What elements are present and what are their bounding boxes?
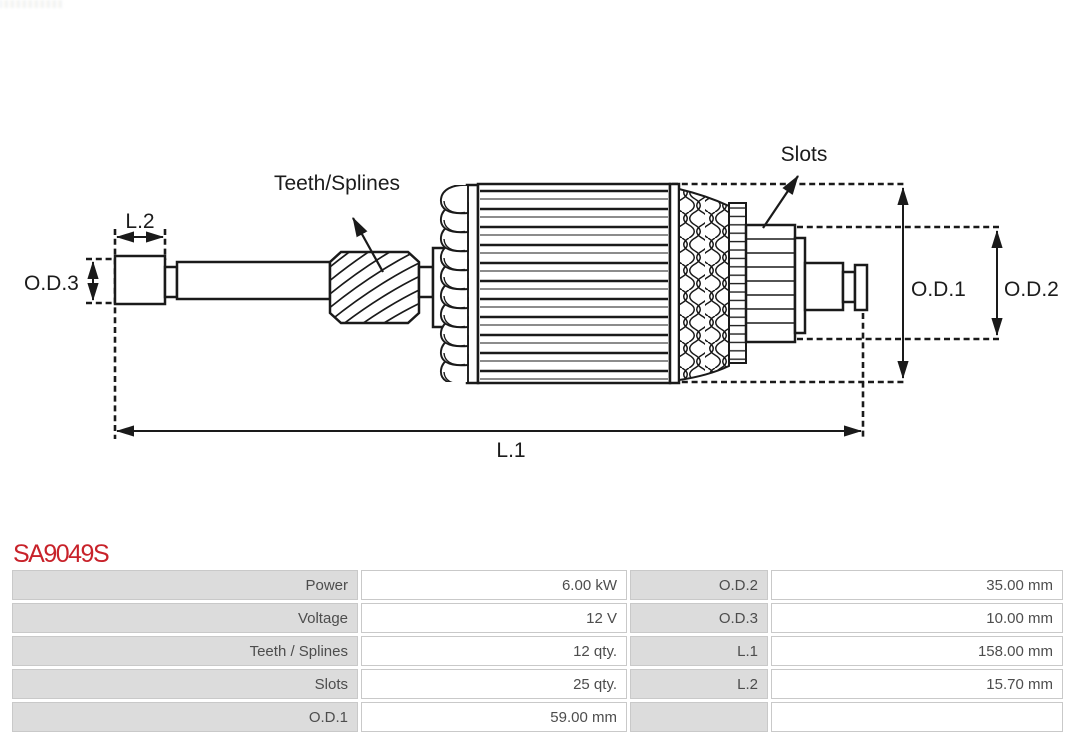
label-teeth-splines: Teeth/Splines: [274, 172, 400, 195]
spec-value-cell: 35.00 mm: [771, 570, 1063, 600]
spline-stub: [417, 265, 435, 299]
label-l1: L.1: [496, 439, 525, 462]
winding-head-left: [440, 185, 469, 382]
spec-label-cell: L.2: [630, 669, 768, 699]
label-l2: L.2: [125, 210, 154, 233]
spec-row: Slots 25 qty. L.2 15.70 mm: [12, 669, 1063, 699]
spec-label-cell: Slots: [12, 669, 358, 699]
winding-weave: [679, 189, 729, 380]
spec-label-cell: O.D.3: [630, 603, 768, 633]
spline-hatching: [330, 252, 419, 323]
shaft-end-right: [853, 263, 869, 312]
spec-label-cell: L.1: [630, 636, 768, 666]
spec-value-cell: 158.00 mm: [771, 636, 1063, 666]
spec-row: O.D.1 59.00 mm: [12, 702, 1063, 732]
spec-value-cell: [771, 702, 1063, 732]
spec-label-cell: Teeth / Splines: [12, 636, 358, 666]
shaft-right: [803, 261, 845, 312]
armature-technical-drawing: L.2 O.D.3 Teeth/Splines Slots O.D.1 O.D.…: [24, 143, 1059, 462]
arrow-slots: [762, 175, 799, 229]
spec-value-cell: 12 qty.: [361, 636, 627, 666]
corner-watermark: [0, 0, 64, 8]
commutator-ring: [793, 236, 807, 335]
label-slots: Slots: [781, 143, 828, 166]
spec-label-cell: O.D.1: [12, 702, 358, 732]
spec-value-cell: 12 V: [361, 603, 627, 633]
spec-label-cell: [630, 702, 768, 732]
shaft-long: [175, 260, 332, 301]
commutator: [744, 223, 797, 344]
spec-label-cell: Power: [12, 570, 358, 600]
part-number: SA9049S: [13, 540, 110, 568]
spec-label-cell: O.D.2: [630, 570, 768, 600]
label-od3: O.D.3: [24, 272, 79, 295]
spec-label-cell: Voltage: [12, 603, 358, 633]
spec-value-cell: 15.70 mm: [771, 669, 1063, 699]
commutator-bars: [746, 238, 795, 324]
spec-row: Voltage 12 V O.D.3 10.00 mm: [12, 603, 1063, 633]
shaft-groove-left: [163, 265, 179, 299]
arrow-teeth-splines: [352, 217, 384, 273]
callout-arrows: [352, 175, 799, 273]
dimension-lines: [87, 187, 1003, 437]
core-laminations: [480, 188, 668, 380]
spec-value-cell: 10.00 mm: [771, 603, 1063, 633]
shaft-end-left: [113, 254, 167, 306]
spec-row: Teeth / Splines 12 qty. L.1 158.00 mm: [12, 636, 1063, 666]
spec-value-cell: 59.00 mm: [361, 702, 627, 732]
spec-row: Power 6.00 kW O.D.2 35.00 mm: [12, 570, 1063, 600]
shaft-groove-right: [841, 270, 857, 304]
label-od2: O.D.2: [1004, 278, 1059, 301]
core-end-plate: [668, 182, 681, 385]
label-od1: O.D.1: [911, 278, 966, 301]
riser-rungs: [729, 204, 746, 362]
spec-value-cell: 6.00 kW: [361, 570, 627, 600]
spec-table: Power 6.00 kW O.D.2 35.00 mm Voltage 12 …: [9, 567, 1066, 735]
spec-value-cell: 25 qty.: [361, 669, 627, 699]
